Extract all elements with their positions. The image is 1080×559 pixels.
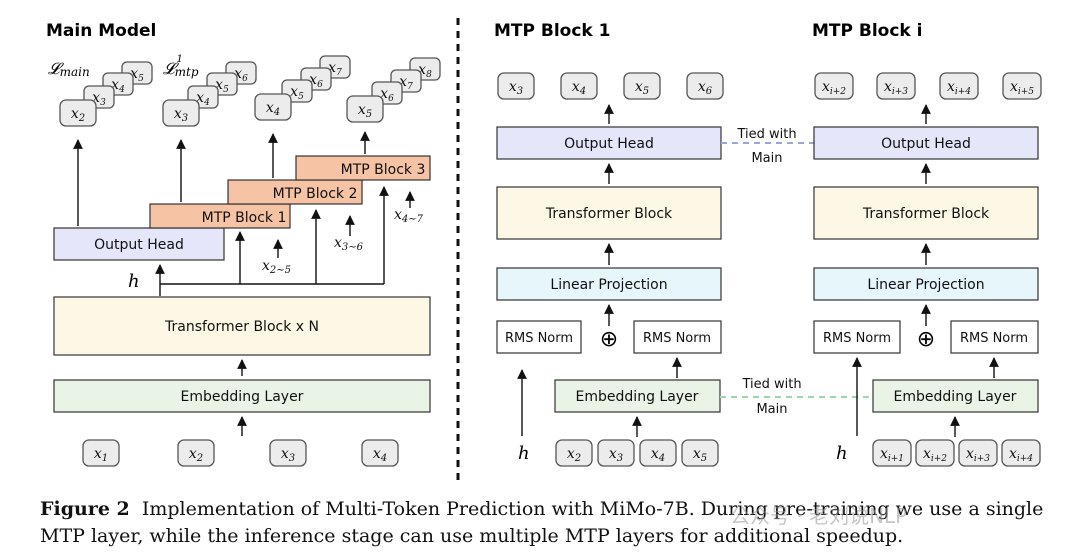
mtpi-transformer-label: Transformer Block — [862, 206, 990, 222]
mtp-block-2 — [227, 179, 363, 205]
mtpi-input-tokens: xi+1 xi+2 xi+3 xi+4 — [872, 439, 1041, 467]
mtp1-title: MTP Block 1 — [494, 21, 611, 41]
mtpi-rms-norm-right-label: RMS Norm — [960, 331, 1028, 346]
caption-label: Figure 2 — [40, 498, 130, 520]
main-input-tokens: x1 x2 x3 x4 — [82, 439, 399, 467]
tied-emb-label-2: Main — [756, 402, 787, 417]
mtpi-output-tokens: xi+2 xi+3 xi+4 xi+5 — [814, 72, 1042, 100]
mtp1-linear-projection-label: Linear Projection — [550, 277, 667, 293]
loss-mtp-label: 𝓛mtp1 — [163, 54, 199, 79]
mtp1-rms-norm-left-label: RMS Norm — [505, 331, 573, 346]
mtp1-embedding-label: Embedding Layer — [576, 389, 699, 405]
mtpi-h-label: h — [836, 443, 848, 464]
caption-text: Implementation of Multi-Token Prediction… — [40, 498, 1044, 547]
side-token-4-7: x4∼7 — [394, 207, 424, 225]
mtpi-linear-projection-label: Linear Projection — [867, 277, 984, 293]
main-transformer-block — [53, 296, 431, 356]
mtp1-h-label: h — [518, 443, 530, 464]
main-loss-stack: x5 x4 x3 x2 — [59, 61, 153, 127]
mtpi-output-head-label: Output Head — [881, 136, 971, 152]
mtp1-transformer-label: Transformer Block — [545, 206, 673, 222]
mtpi-linear-projection — [813, 267, 1039, 301]
mtpi-output-head — [813, 126, 1039, 160]
side-token-3-6: x3∼6 — [334, 235, 364, 253]
mtp1-linear-projection — [496, 267, 722, 301]
main-transformer-label: Transformer Block x N — [164, 319, 319, 335]
mtp1-concat-symbol: ⊕ — [600, 327, 618, 352]
mtp1-transformer-block — [496, 186, 722, 240]
mtp2-token-stack: x7 x6 x5 x4 — [254, 55, 351, 121]
mtp1-output-head-label: Output Head — [564, 136, 654, 152]
mtpi-title: MTP Block i — [812, 21, 922, 41]
mtpi-rms-norm-left-label: RMS Norm — [823, 331, 891, 346]
mtp3-token-stack: x8 x7 x6 x5 — [346, 57, 441, 123]
mtp-block-1-label: MTP Block 1 — [202, 210, 287, 226]
main-embedding-label: Embedding Layer — [181, 389, 304, 405]
mtp-diagram: Main Model Embedding Layer Transformer B… — [46, 18, 1042, 482]
tied-emb-label-1: Tied with — [741, 377, 801, 392]
tied-head-label-2: Main — [751, 151, 782, 166]
mtp1-rms-norm-right — [633, 320, 722, 354]
mtpi-transformer-block — [813, 186, 1039, 240]
mtp1-embedding-layer — [554, 379, 721, 413]
mtpi-embedding-layer — [872, 379, 1039, 413]
watermark: 公众号 · 老刘说NLP — [730, 504, 908, 528]
mtpi-rms-norm-right — [950, 320, 1039, 354]
mtpi-concat-symbol: ⊕ — [917, 327, 935, 352]
loss-main-label: 𝓛main — [48, 59, 90, 79]
side-token-2-5: x2∼5 — [262, 258, 291, 276]
tied-head-label-1: Tied with — [736, 127, 796, 142]
mtp-block-3 — [295, 155, 431, 181]
mtp-loss-stack: x6 x5 x4 x3 — [162, 61, 257, 127]
mtp1-rms-norm-right-label: RMS Norm — [643, 331, 711, 346]
mtp-block-1 — [149, 203, 291, 229]
main-output-head-label: Output Head — [94, 237, 184, 253]
mtp1-output-tokens: x3 x4 x5 x6 — [497, 72, 724, 100]
main-model-title: Main Model — [46, 21, 156, 41]
main-output-head — [53, 227, 225, 261]
mtpi-rms-norm-left — [813, 320, 901, 354]
mtp1-rms-norm-left — [496, 320, 582, 354]
figure-caption: Figure 2 Implementation of Multi-Token P… — [40, 496, 1070, 550]
main-h-label: h — [128, 271, 140, 292]
mtp-block-3-label: MTP Block 3 — [341, 162, 426, 178]
mtp-block-2-label: MTP Block 2 — [273, 186, 358, 202]
mtpi-embedding-label: Embedding Layer — [894, 389, 1017, 405]
main-embedding-layer — [53, 379, 431, 413]
mtp1-input-tokens: x2 x3 x4 x5 — [555, 439, 719, 467]
